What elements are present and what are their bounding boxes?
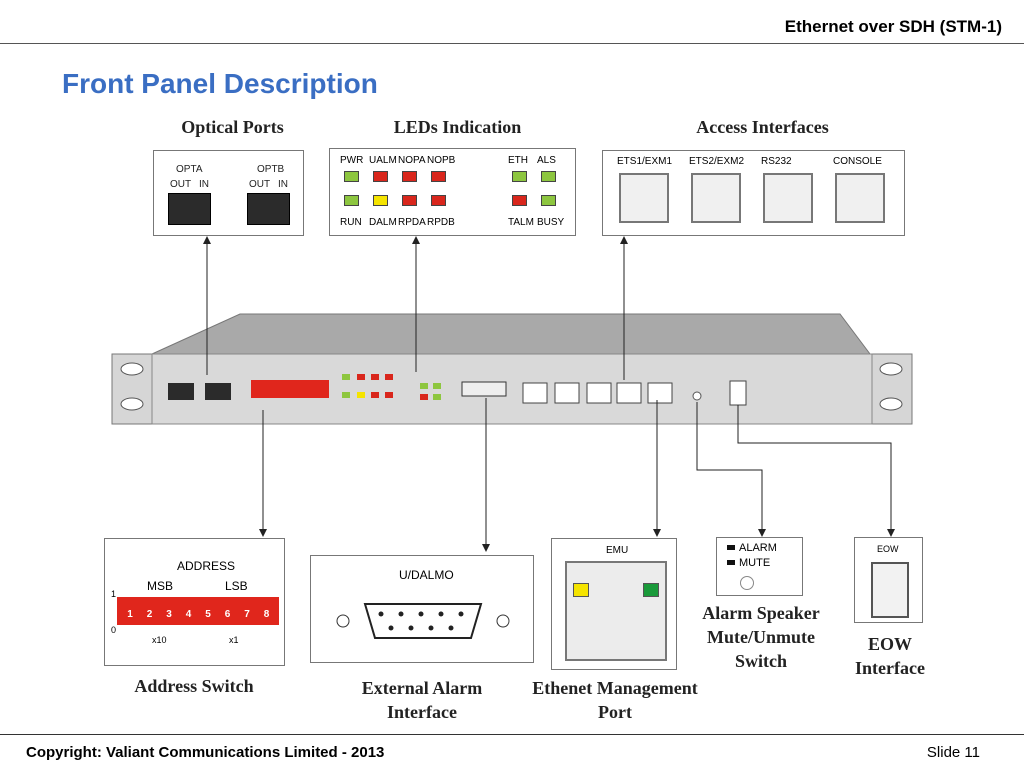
optb-label: OPTB	[257, 164, 285, 175]
mute-label: MUTE	[739, 557, 771, 569]
access-label-rs232: RS232	[761, 156, 792, 167]
footer-copyright: Copyright: Valiant Communications Limite…	[26, 744, 385, 761]
led-label: RUN	[340, 217, 362, 228]
led-lamp	[431, 195, 446, 206]
emu-rj45-port[interactable]	[565, 561, 667, 661]
alarm-label: ALARM	[739, 542, 777, 554]
opta-label: OPTA	[176, 164, 203, 175]
address-switch-box: ADDRESS MSB LSB 1 0 1 2 3 4 5 6 7 8 x10 x1	[104, 538, 285, 666]
dip-bit-7[interactable]: 7	[244, 609, 250, 620]
led-lamp	[431, 171, 446, 182]
dip-bit-8[interactable]: 8	[263, 609, 270, 620]
led-label: ALS	[537, 155, 556, 166]
opta-out: OUT	[170, 179, 192, 190]
led-label: NOPA	[398, 155, 426, 166]
caption-address-switch: Address Switch	[134, 676, 254, 696]
led-lamp	[373, 195, 388, 206]
led-lamp	[344, 171, 359, 182]
access-label-ets2exm2: ETS2/EXM2	[689, 156, 745, 167]
caption-optical-ports: Optical Ports	[181, 117, 284, 137]
led-lamp	[373, 171, 388, 182]
zero-label: 0	[111, 625, 117, 635]
led-lamp	[344, 195, 359, 206]
alarm-indicator-icon	[727, 545, 735, 550]
emu-yellow-led	[573, 583, 589, 597]
led-label: DALM	[369, 217, 397, 228]
dip-bit-5[interactable]: 5	[205, 609, 211, 620]
emu-label: EMU	[606, 545, 629, 556]
dip-bit-1[interactable]: 1	[127, 609, 133, 620]
footer-divider	[0, 734, 1024, 735]
caption-eow: EOW Interface	[855, 634, 925, 678]
dip-bit-3[interactable]: 3	[166, 609, 172, 620]
led-lamp	[402, 195, 417, 206]
led-label: UALM	[369, 155, 397, 166]
mute-box: ALARM MUTE	[716, 537, 803, 596]
address-title: ADDRESS	[177, 559, 236, 573]
rj45-port[interactable]	[691, 173, 741, 223]
optb-in: IN	[278, 179, 288, 190]
rj45-port[interactable]	[619, 173, 669, 223]
page-title: Front Panel Description	[62, 68, 378, 99]
led-label: RPDA	[398, 217, 426, 228]
emu-green-led	[643, 583, 659, 597]
led-lamp	[512, 195, 527, 206]
led-label: NOPB	[427, 155, 456, 166]
access-label-ets1exm1: ETS1/EXM1	[617, 156, 673, 167]
led-label: RPDB	[427, 217, 455, 228]
mute-button[interactable]	[740, 576, 754, 590]
x10-label: x10	[152, 635, 167, 645]
dip-bit-4[interactable]: 4	[185, 609, 192, 620]
led-label: BUSY	[537, 217, 565, 228]
lsb-label: LSB	[225, 579, 248, 593]
db15-connector	[336, 603, 510, 639]
led-lamp	[402, 171, 417, 182]
slide-number: Slide 11	[926, 744, 980, 761]
header-divider	[0, 43, 1024, 44]
header-title: Ethernet over SDH (STM-1)	[784, 17, 1002, 36]
access-label-console: CONSOLE	[833, 156, 882, 167]
led-label: ETH	[508, 155, 528, 166]
caption-ethernet: Ethenet Management Port	[532, 678, 698, 722]
led-lamp	[541, 171, 556, 182]
msb-label: MSB	[147, 579, 174, 593]
caption-leds: LEDs Indication	[393, 117, 522, 137]
rj45-port[interactable]	[763, 173, 813, 223]
access-interfaces-box: ETS1/EXM1 ETS2/EXM2 RS232 CONSOLE	[602, 150, 905, 236]
led-label: PWR	[340, 155, 364, 166]
emu-box: EMU	[551, 538, 677, 670]
eow-rj11-port[interactable]	[871, 562, 909, 618]
optb-out: OUT	[249, 179, 271, 190]
opta-port	[168, 193, 211, 225]
caption-access: Access Interfaces	[696, 117, 829, 137]
caption-mute-switch: Alarm Speaker Mute/Unmute Switch	[702, 603, 820, 671]
optb-port	[247, 193, 290, 225]
udalmo-box: U/DALMO	[310, 555, 534, 663]
one-label: 1	[111, 589, 117, 599]
led-lamp	[512, 171, 527, 182]
led-lamp	[541, 195, 556, 206]
dip-bit-2[interactable]: 2	[146, 609, 153, 620]
mute-indicator-icon	[727, 560, 735, 565]
x1-label: x1	[229, 635, 239, 645]
udalmo-label: U/DALMO	[399, 568, 454, 582]
dip-switch[interactable]: 1 2 3 4 5 6 7 8	[117, 597, 279, 625]
caption-external-alarm: External Alarm Interface	[361, 678, 483, 722]
eow-label: EOW	[877, 544, 899, 554]
dip-bit-6[interactable]: 6	[224, 609, 231, 620]
optical-ports-box: OPTA OUT IN OPTB OUT IN	[153, 150, 304, 236]
opta-in: IN	[199, 179, 209, 190]
eow-box: EOW	[854, 537, 923, 623]
led-label: TALM	[508, 217, 534, 228]
rj45-port[interactable]	[835, 173, 885, 223]
